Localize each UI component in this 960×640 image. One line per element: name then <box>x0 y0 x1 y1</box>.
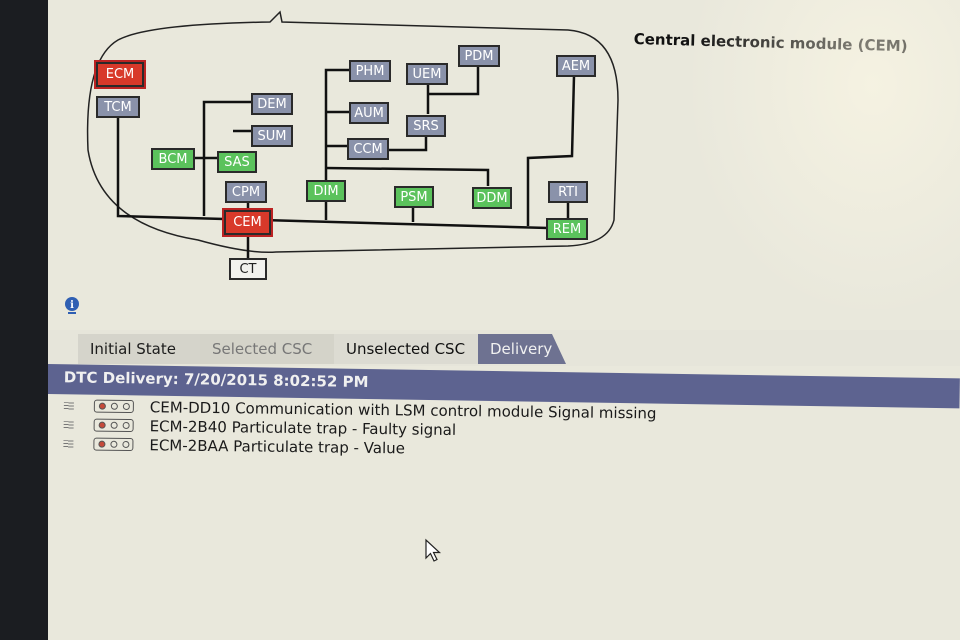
network-diagram: ECM TCM BCM SAS DEM SUM CPM CEM CT PHM A… <box>48 0 960 330</box>
module-tcm[interactable]: TCM <box>96 96 140 118</box>
row-handle-icon[interactable] <box>63 439 74 448</box>
module-ddm[interactable]: DDM <box>472 187 512 209</box>
module-ct[interactable]: CT <box>229 258 267 280</box>
diagnostic-screen: ECM TCM BCM SAS DEM SUM CPM CEM CT PHM A… <box>48 0 960 640</box>
module-ccm[interactable]: CCM <box>347 138 389 160</box>
module-psm[interactable]: PSM <box>394 186 434 208</box>
module-cem[interactable]: CEM <box>224 210 271 235</box>
tab-delivery[interactable]: Delivery <box>478 334 566 364</box>
tab-selected-csc[interactable]: Selected CSC <box>200 334 360 364</box>
bus-lines <box>116 66 576 258</box>
dtc-list: CEM-DD10 Communication with LSM control … <box>48 396 960 464</box>
dtc-text: ECM-2BAA Particulate trap - Value <box>149 435 406 457</box>
module-rem[interactable]: REM <box>546 218 588 240</box>
module-srs[interactable]: SRS <box>406 115 446 137</box>
module-dem[interactable]: DEM <box>251 93 293 115</box>
dtc-delivery-title: DTC Delivery: 7/20/2015 8:02:52 PM <box>63 368 369 392</box>
module-aum[interactable]: AUM <box>349 102 389 124</box>
mouse-pointer-icon <box>425 538 442 562</box>
status-lights-icon <box>93 399 134 414</box>
car-outline <box>86 10 619 253</box>
network-wiring <box>86 10 619 258</box>
status-lights-icon <box>93 437 134 452</box>
module-dim[interactable]: DIM <box>306 180 346 202</box>
module-uem[interactable]: UEM <box>406 63 448 85</box>
row-handle-icon[interactable] <box>63 420 74 429</box>
module-title: Central electronic module (CEM) <box>633 30 908 56</box>
row-handle-icon[interactable] <box>63 401 74 410</box>
module-ecm[interactable]: ECM <box>96 62 144 87</box>
module-rti[interactable]: RTI <box>548 181 588 203</box>
info-icon[interactable]: i <box>62 296 82 318</box>
module-cpm[interactable]: CPM <box>225 181 267 203</box>
module-phm[interactable]: PHM <box>349 60 391 82</box>
module-bcm[interactable]: BCM <box>151 148 195 170</box>
module-sas[interactable]: SAS <box>217 151 257 173</box>
module-sum[interactable]: SUM <box>251 125 293 147</box>
tab-unselected-csc[interactable]: Unselected CSC <box>334 334 494 364</box>
svg-text:i: i <box>70 300 74 311</box>
tab-bar: Initial State Selected CSC Unselected CS… <box>48 330 960 366</box>
module-aem[interactable]: AEM <box>556 55 596 77</box>
module-pdm[interactable]: PDM <box>458 45 500 67</box>
status-lights-icon <box>93 418 134 433</box>
